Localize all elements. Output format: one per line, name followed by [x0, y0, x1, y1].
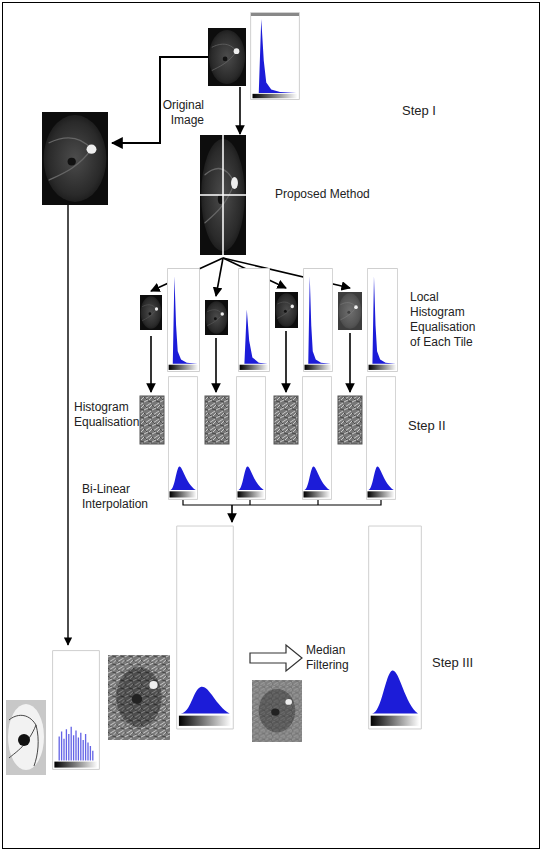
step-label: Step II — [408, 418, 446, 434]
node-label: Proposed Method — [275, 187, 370, 202]
step-one-images — [42, 12, 299, 255]
annotation: Histogram Equalisation — [74, 400, 138, 430]
local-tiles — [140, 269, 398, 372]
step-label: Step III — [432, 655, 473, 671]
equalised-tiles — [140, 377, 396, 500]
step-three-images — [6, 205, 421, 775]
merge-bracket — [183, 500, 381, 522]
step-label: Step I — [402, 103, 436, 119]
image-node: Proposed Method — [200, 135, 246, 255]
annotation: Local Histogram Equalisation of Each Til… — [410, 290, 482, 350]
flow-arrow — [239, 87, 241, 134]
annotation: Median Filtering — [306, 643, 364, 673]
annotation: Bi-Linear Interpolation — [82, 482, 160, 512]
frame — [3, 3, 540, 849]
image-node: Original Image — [208, 28, 246, 86]
node-label: Original Image — [156, 98, 204, 128]
